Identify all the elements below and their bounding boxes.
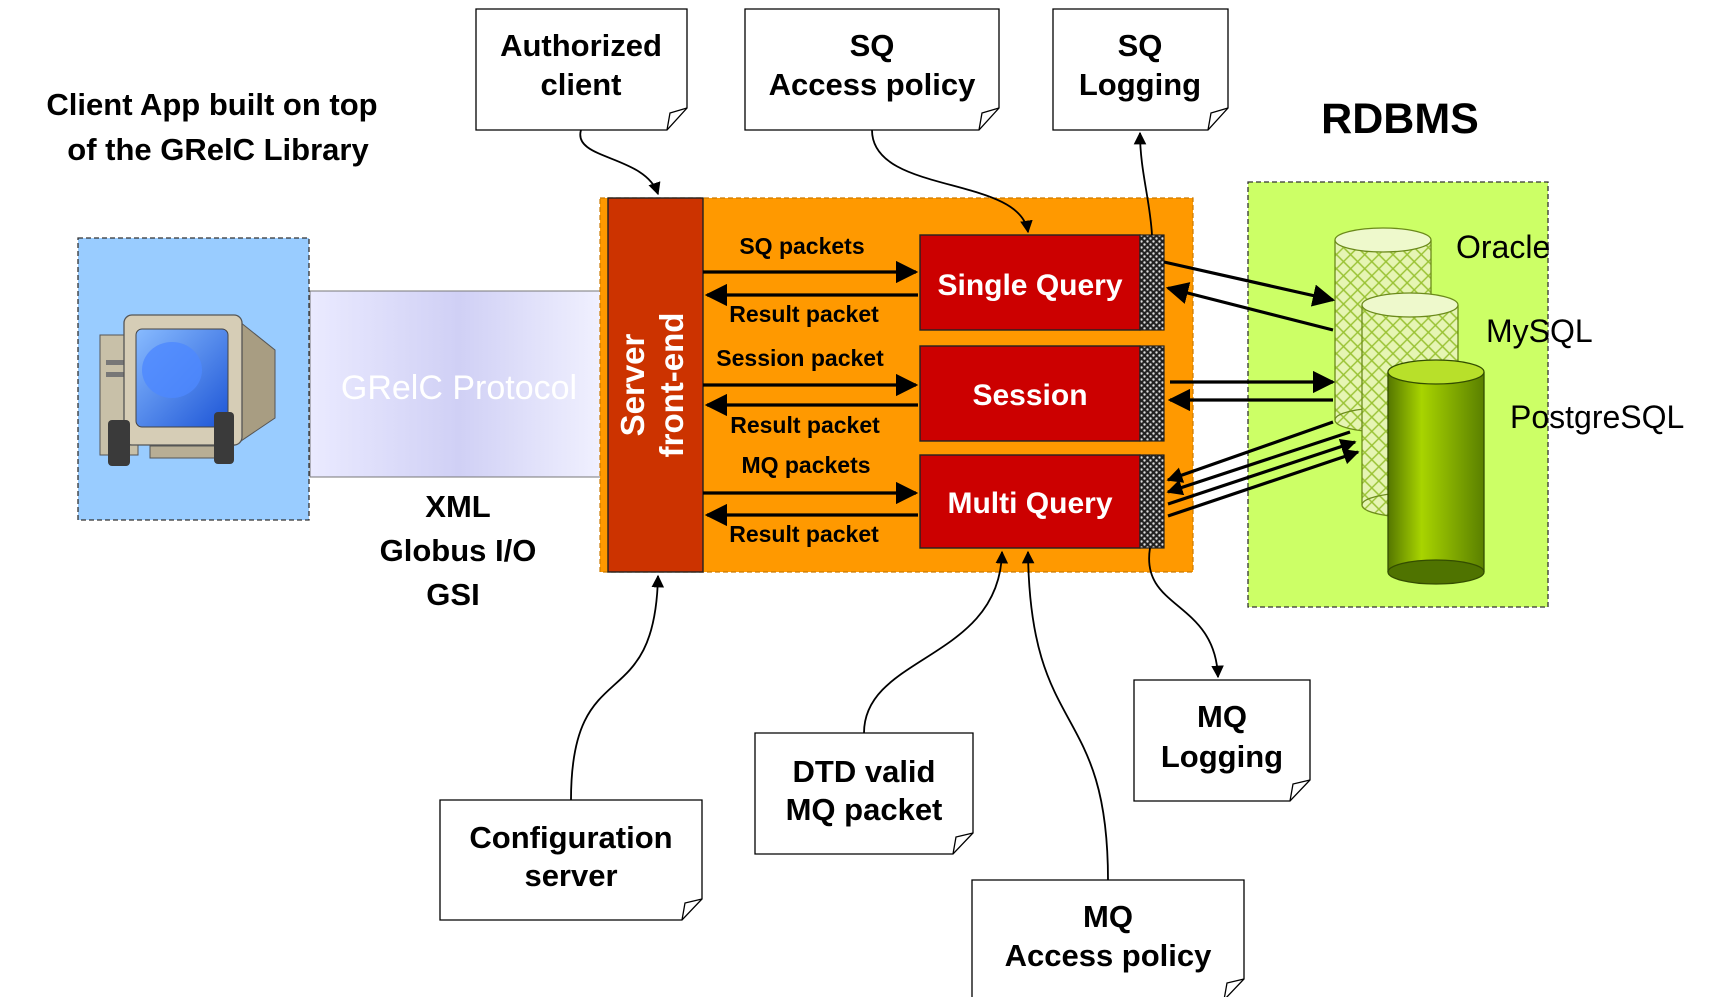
- session-module: [919, 345, 1141, 442]
- note-mq-logging: MQ Logging: [1133, 679, 1311, 802]
- grelc-protocol-pipe: [309, 290, 609, 478]
- multi-query-module: [919, 454, 1141, 549]
- session-label: Session: [972, 379, 1087, 412]
- authorized-client-line1: Authorized: [500, 28, 662, 63]
- protocol-stack-globus-io: Globus I/O: [380, 533, 537, 568]
- configuration-server-arrow: [570, 574, 665, 801]
- sq-result-label: Result packet: [729, 301, 879, 327]
- protocol-stack-gsi: GSI: [426, 577, 479, 612]
- mq-packets-label: MQ packets: [741, 452, 870, 478]
- multi-query-connector: [1139, 454, 1165, 549]
- grelc-protocol-label: GRelC Protocol: [341, 369, 577, 407]
- mq-db-arrow-2: [1166, 430, 1351, 496]
- mq-logging-arrow: [1148, 547, 1224, 679]
- client-title-line2: of the GRelC Library: [67, 132, 369, 167]
- server-frontend-line1: Server: [614, 333, 651, 436]
- mysql-label: MySQL: [1486, 313, 1593, 349]
- mq-result-label: Result packet: [729, 521, 879, 547]
- sq-packets-label: SQ packets: [739, 233, 864, 259]
- rdbms-title: RDBMS: [1321, 95, 1479, 143]
- sq-access-policy-line1: SQ: [850, 28, 895, 63]
- single-query-module: [919, 234, 1141, 331]
- server-frontend-line2: front-end: [653, 313, 690, 458]
- session-result-label: Result packet: [730, 412, 880, 438]
- configuration-server-line2: server: [524, 858, 617, 893]
- postgresql-label: PostgreSQL: [1510, 399, 1684, 435]
- mq-access-policy-line1: MQ: [1083, 899, 1133, 934]
- authorized-client-line2: client: [541, 67, 622, 102]
- mq-access-policy-line2: Access policy: [1005, 938, 1213, 973]
- mq-db-arrow-3: [1167, 438, 1357, 506]
- note-configuration-server: Configuration server: [439, 799, 703, 921]
- note-sq-access-policy: SQ Access policy: [744, 8, 1000, 131]
- configuration-server-line1: Configuration: [469, 820, 672, 855]
- note-sq-logging: SQ Logging: [1052, 8, 1229, 131]
- mq-db-arrow-4: [1167, 449, 1360, 518]
- single-query-label: Single Query: [937, 269, 1122, 302]
- sq-logging-line2: Logging: [1079, 67, 1201, 102]
- session-connector: [1139, 345, 1165, 442]
- single-query-connector: [1139, 234, 1165, 331]
- mq-logging-line1: MQ: [1197, 699, 1247, 734]
- note-dtd-valid: DTD valid MQ packet: [754, 732, 974, 855]
- protocol-stack-xml: XML: [425, 489, 490, 524]
- authorized-client-arrow: [579, 129, 661, 196]
- dtd-valid-line2: MQ packet: [786, 792, 943, 827]
- multi-query-label: Multi Query: [947, 487, 1112, 520]
- sq-access-policy-line2: Access policy: [769, 67, 977, 102]
- sq-logging-arrow: [1133, 131, 1153, 236]
- sq-to-db-arrow: [1163, 260, 1336, 307]
- note-authorized-client: Authorized client: [475, 8, 688, 131]
- sq-logging-line1: SQ: [1118, 28, 1163, 63]
- client-title-line1: Client App built on top: [46, 87, 377, 122]
- sq-access-policy-arrow: [871, 129, 1033, 234]
- dtd-valid-arrow: [863, 550, 1009, 734]
- session-packet-label: Session packet: [716, 345, 884, 371]
- computer-icon: [99, 314, 276, 466]
- mq-logging-line2: Logging: [1161, 739, 1283, 774]
- db-to-sq-arrow: [1165, 282, 1334, 332]
- postgresql-cylinder: [1387, 359, 1485, 585]
- dtd-valid-line1: DTD valid: [793, 754, 936, 789]
- note-mq-access-policy: MQ Access policy: [971, 879, 1245, 1001]
- oracle-label: Oracle: [1456, 229, 1550, 265]
- mq-db-arrow-1: [1166, 420, 1334, 483]
- mq-access-policy-arrow: [1021, 550, 1109, 881]
